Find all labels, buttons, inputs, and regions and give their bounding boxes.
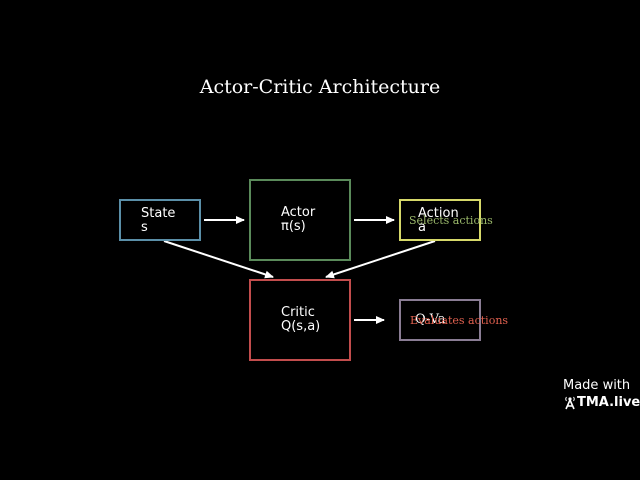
- action-symbol: a: [418, 220, 426, 235]
- state-label: State: [141, 206, 176, 221]
- state-node: [119, 199, 201, 241]
- state-symbol: s: [141, 220, 148, 235]
- critic-symbol: Q(s,a): [281, 319, 321, 334]
- arrow-action-to-critic: [325, 240, 436, 279]
- antenna-icon: [565, 396, 575, 410]
- q-value-label: Q-Va: [415, 312, 446, 327]
- critic-label: Critic: [281, 305, 315, 320]
- actor-symbol: π(s): [281, 219, 306, 234]
- critic-node: [249, 279, 351, 361]
- actor-label: Actor: [281, 205, 316, 220]
- watermark-brand: TMA.live: [577, 395, 640, 410]
- actor-annotation: Selects actions: [409, 214, 493, 227]
- critic-annotation: Evaluates actions: [410, 314, 509, 327]
- actor-node: [249, 179, 351, 261]
- action-node: [399, 199, 481, 241]
- arrow-state-to-critic: [163, 240, 274, 279]
- diagram-title: Actor-Critic Architecture: [199, 76, 441, 98]
- q-value-node: [399, 299, 481, 341]
- action-label: Action: [418, 206, 459, 221]
- watermark-made-with: Made with: [563, 378, 631, 393]
